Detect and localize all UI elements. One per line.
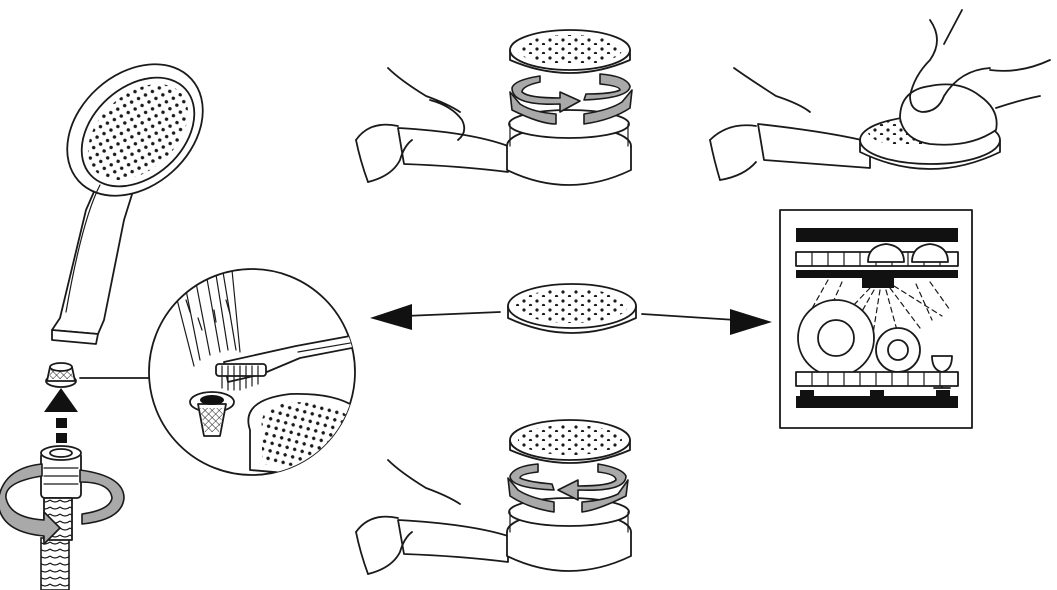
cloth	[899, 83, 998, 146]
bottom-rack	[795, 371, 959, 408]
dishwasher-icon	[779, 209, 973, 429]
toothbrush	[215, 335, 355, 391]
hand	[355, 67, 466, 183]
arrow-right-icon	[641, 309, 772, 335]
filter-basket	[189, 391, 235, 437]
spray-arm	[862, 270, 894, 288]
step-screw-plate	[355, 419, 632, 575]
step-wipe-plate	[709, 9, 1051, 181]
spray-plate-detail	[247, 393, 355, 475]
center-spray-plate	[507, 283, 637, 334]
rotation-arrow-icon	[0, 463, 125, 545]
hand	[355, 459, 461, 575]
hose-nut	[40, 445, 82, 499]
magnifier-lens	[148, 268, 356, 476]
rotation-arrow-icon	[507, 463, 629, 513]
hose	[40, 497, 73, 590]
inlet-filter	[45, 362, 77, 388]
arrow-left-icon	[370, 304, 501, 330]
water-spray	[169, 269, 241, 367]
hand-shower	[51, 63, 204, 345]
hand	[709, 9, 1051, 181]
up-arrow-icon	[44, 388, 78, 453]
rotation-arrow-icon	[509, 73, 633, 125]
step-unscrew-plate	[355, 29, 633, 186]
